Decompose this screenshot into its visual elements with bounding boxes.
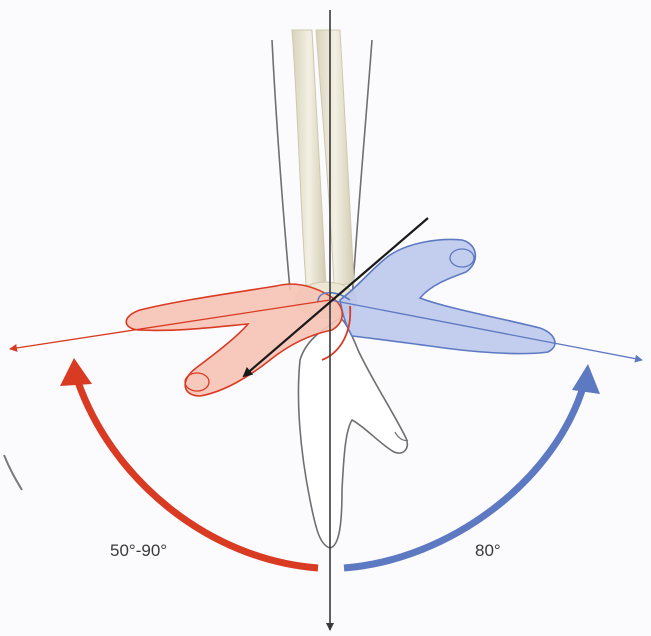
- pronation-angle-label: 50°-90°: [110, 541, 167, 560]
- supination-angle-label: 80°: [475, 541, 501, 560]
